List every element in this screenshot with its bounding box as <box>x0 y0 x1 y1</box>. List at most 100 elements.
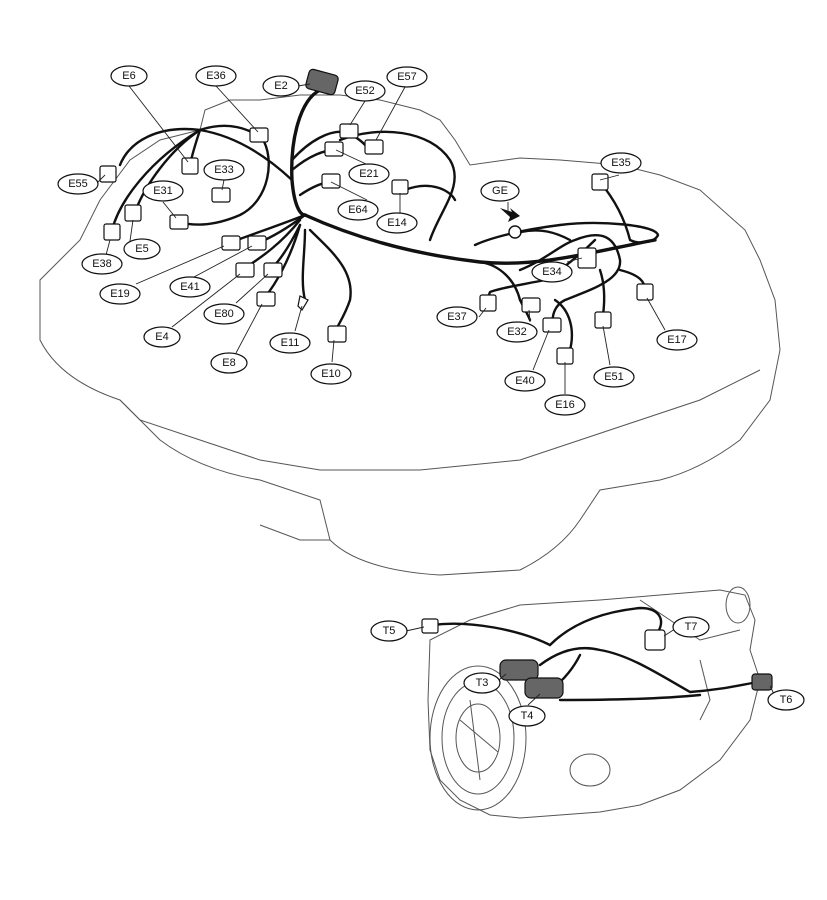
label-ge: GE <box>480 180 520 202</box>
label-t6: T6 <box>767 689 805 711</box>
connector-e31 <box>169 214 189 230</box>
connector-bodies <box>99 68 773 699</box>
svg-text:E52: E52 <box>355 85 375 97</box>
svg-text:E36: E36 <box>206 70 226 82</box>
svg-text:T3: T3 <box>476 677 489 689</box>
svg-text:E37: E37 <box>447 311 467 323</box>
leader-lines <box>95 83 775 706</box>
label-e6: E6 <box>110 65 148 87</box>
connector-e80 <box>263 262 283 278</box>
svg-text:E33: E33 <box>214 164 234 176</box>
svg-text:E34: E34 <box>542 266 562 278</box>
connector-e64 <box>321 173 341 189</box>
label-e8: E8 <box>210 352 248 374</box>
label-e51: E51 <box>593 366 635 388</box>
label-e32: E32 <box>496 321 538 343</box>
label-t5: T5 <box>370 620 408 642</box>
label-e19: E19 <box>99 283 141 305</box>
connector-e51 <box>594 311 612 329</box>
label-e40: E40 <box>504 370 546 392</box>
svg-text:E51: E51 <box>604 371 624 383</box>
svg-text:E2: E2 <box>274 80 287 92</box>
svg-text:T5: T5 <box>383 625 396 637</box>
connector-e19 <box>221 235 241 251</box>
label-e11: E11 <box>269 332 311 354</box>
connector-e17 <box>636 283 654 301</box>
svg-text:E11: E11 <box>281 337 300 349</box>
svg-text:T7: T7 <box>685 621 698 633</box>
svg-text:E8: E8 <box>222 357 235 369</box>
label-e64: E64 <box>337 199 379 221</box>
label-e33: E33 <box>203 159 245 181</box>
label-e36: E36 <box>195 65 237 87</box>
connector-e41 <box>247 235 267 251</box>
svg-text:E41: E41 <box>180 281 200 293</box>
label-e37: E37 <box>436 306 478 328</box>
connector-e38 <box>103 223 121 241</box>
svg-text:E38: E38 <box>92 258 112 270</box>
connector-e35 <box>591 173 609 191</box>
svg-text:E64: E64 <box>348 204 368 216</box>
label-e14: E14 <box>376 212 418 234</box>
svg-text:E17: E17 <box>667 334 687 346</box>
label-e16: E16 <box>544 394 586 416</box>
connector-e5 <box>124 204 142 222</box>
ground-point <box>500 208 572 242</box>
label-e2: E2 <box>262 75 300 97</box>
connector-e40 <box>542 317 562 333</box>
connector-e10 <box>327 325 347 343</box>
svg-text:E6: E6 <box>122 70 135 82</box>
callout-labels: E2 E6 E36 E52 E57 E33 E55 E31 E21 E35 GE… <box>57 65 805 727</box>
connector-e32 <box>521 297 541 313</box>
connector-e33 <box>211 187 231 203</box>
svg-text:E10: E10 <box>321 368 341 380</box>
svg-text:E57: E57 <box>397 71 417 83</box>
label-e55: E55 <box>57 173 99 195</box>
connector-e36 <box>249 127 269 143</box>
ring-terminal-icon <box>508 225 522 239</box>
label-t7: T7 <box>672 616 710 638</box>
connector-e37 <box>479 294 497 312</box>
svg-text:E32: E32 <box>507 326 527 338</box>
connector-e2 <box>305 68 339 96</box>
connector-t4 <box>524 677 564 699</box>
arrow-down-icon <box>500 208 520 222</box>
svg-text:E4: E4 <box>155 331 168 343</box>
svg-text:E40: E40 <box>515 375 535 387</box>
label-e34: E34 <box>531 261 573 283</box>
connector-t3 <box>499 659 539 681</box>
label-e41: E41 <box>169 276 211 298</box>
connector-t6 <box>751 673 773 691</box>
connector-e52 <box>339 123 359 139</box>
connector-e6 <box>181 157 199 175</box>
label-t4: T4 <box>508 705 546 727</box>
svg-text:T6: T6 <box>780 694 793 706</box>
label-e80: E80 <box>203 303 245 325</box>
svg-text:GE: GE <box>492 185 508 197</box>
svg-text:E21: E21 <box>359 168 379 180</box>
connector-e11 <box>297 295 309 311</box>
svg-text:E80: E80 <box>214 308 234 320</box>
svg-text:E14: E14 <box>387 217 407 229</box>
connector-e55 <box>99 165 117 183</box>
connector-e34 <box>577 247 597 269</box>
svg-text:E35: E35 <box>611 157 631 169</box>
connector-e57 <box>364 139 384 155</box>
connector-t5 <box>421 618 439 634</box>
label-e10: E10 <box>310 363 352 385</box>
connector-e16 <box>556 347 574 365</box>
svg-text:E55: E55 <box>68 178 88 190</box>
svg-text:E5: E5 <box>135 243 148 255</box>
connector-e8 <box>256 291 276 307</box>
svg-text:E16: E16 <box>555 399 575 411</box>
transmission-outline <box>427 586 761 819</box>
svg-text:E19: E19 <box>110 288 130 300</box>
label-e35: E35 <box>600 152 642 174</box>
connector-e14 <box>391 179 409 195</box>
label-e57: E57 <box>386 66 428 88</box>
label-t3: T3 <box>463 672 501 694</box>
connector-t7 <box>644 629 666 651</box>
svg-text:E31: E31 <box>153 185 173 197</box>
label-e38: E38 <box>81 253 123 275</box>
